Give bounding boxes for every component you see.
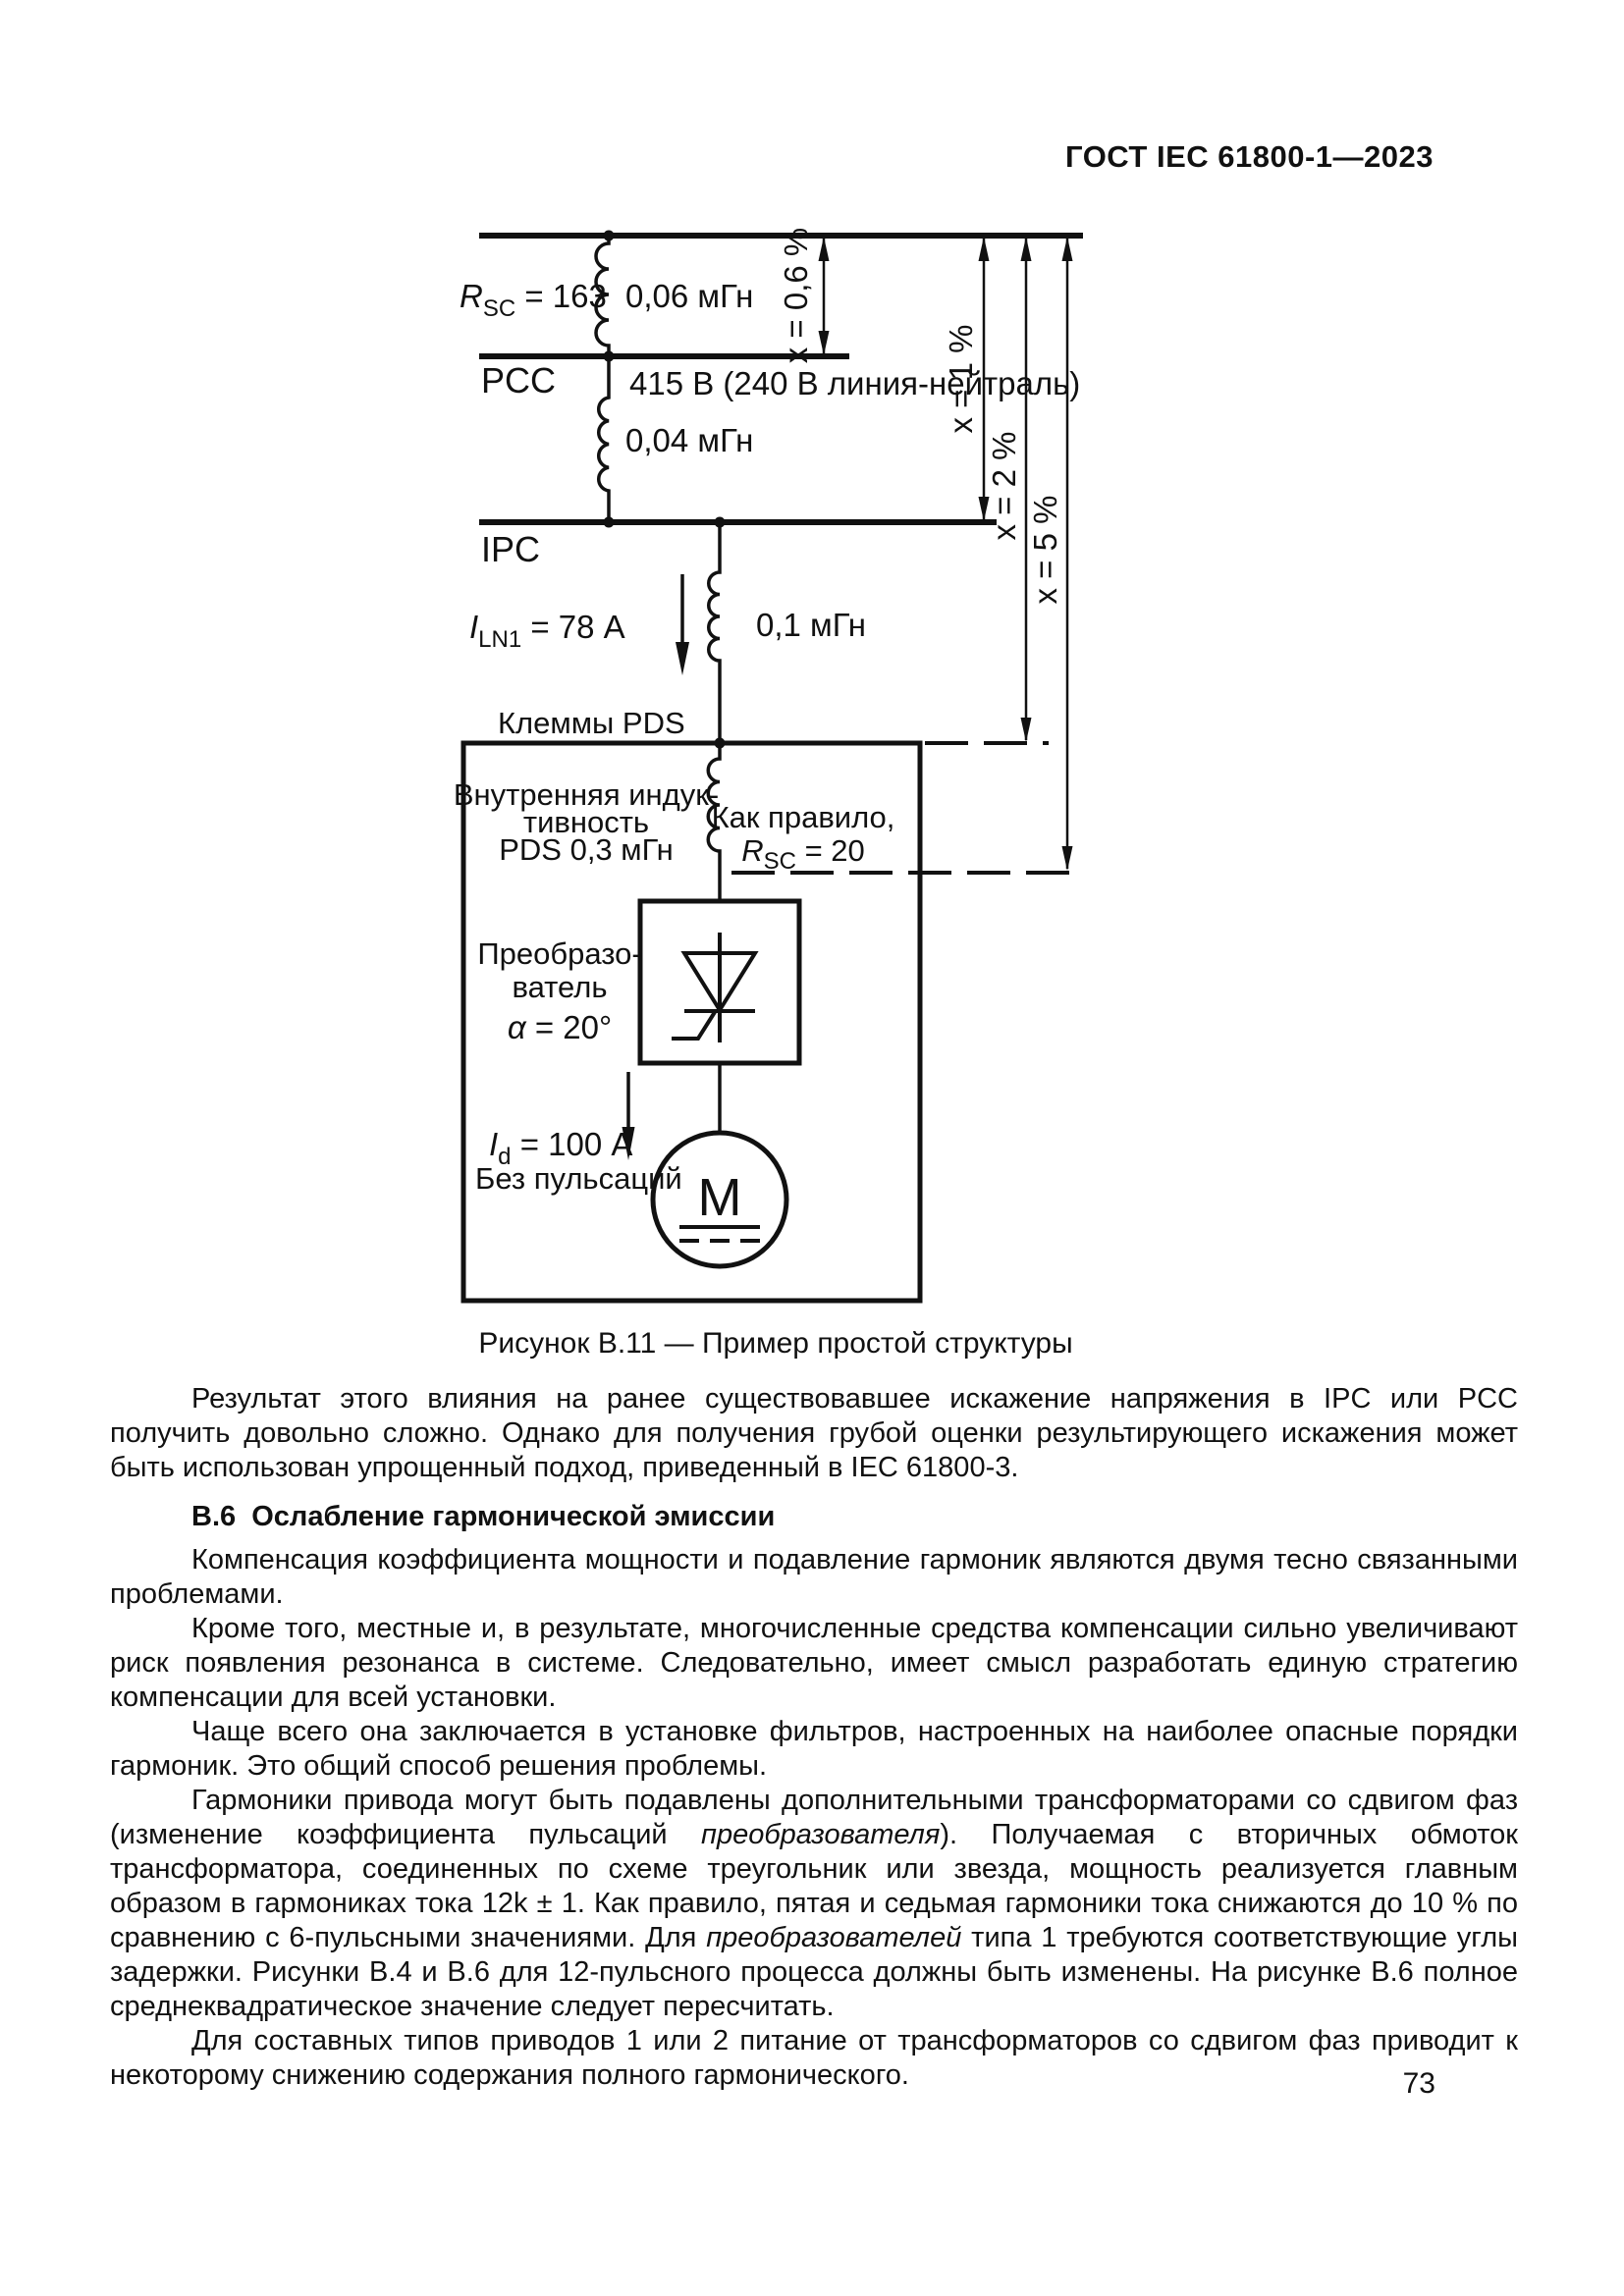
body-text: Результат этого влияния на ранее существ… [110, 1382, 1518, 2093]
dimension-arrow-x2 [1020, 237, 1032, 742]
figure-caption: Рисунок В.11 — Пример простой структуры [478, 1327, 1073, 1360]
junction-dot [603, 230, 615, 241]
figure-diagram: M RSC = 163 0,06 мГн x = 0,6 % [454, 228, 1083, 1304]
source-branch-inductors [594, 236, 611, 522]
label-rsc-source: RSC = 163 [460, 278, 607, 322]
label-voltage: 415 В (240 В линия-нейтраль) [629, 365, 1080, 401]
section-heading: В.6 Ослабление гармонической эмиссии [110, 1500, 1518, 1534]
label-internal-inductance-line2: тивность [523, 805, 649, 839]
text-segment: Гармоники привода могут быть подавлены д… [110, 1785, 1518, 1850]
load-branch-inductors [706, 522, 722, 901]
italic-term: преобразователей [706, 1922, 962, 1953]
label-x1: x = 1 % [943, 325, 979, 434]
text-segment: типа 1 требуются соответствующие углы за… [110, 1922, 1518, 2022]
paragraph: Результат этого влияния на ранее существ… [110, 1382, 1518, 1485]
label-typical-line1: Как правило, [712, 800, 895, 834]
label-x06: x = 0,6 % [778, 228, 814, 364]
dimension-arrow-x06 [818, 237, 830, 355]
text-segment: Компенсация коэффициента мощности и пода… [110, 1544, 1518, 1610]
text-segment: Для составных типов приводов 1 или 2 пит… [110, 2025, 1518, 2091]
thyristor-icon [672, 933, 759, 1042]
label-id: Id = 100 А [489, 1126, 632, 1170]
paragraph: Компенсация коэффициента мощности и пода… [110, 1543, 1518, 1612]
junction-dot [714, 516, 726, 528]
label-converter-line1: Преобразо- [477, 936, 641, 971]
dimension-arrow-x5 [1061, 237, 1073, 871]
motor-letter: M [698, 1168, 742, 1227]
text-segment: ). Получаемая с вторичных обмоток трансф… [110, 1819, 1518, 1953]
label-inductance-004: 0,04 мГн [625, 422, 753, 458]
junction-dot [603, 516, 615, 528]
label-internal-inductance-line1: Внутренняя индук- [454, 777, 719, 812]
label-no-ripple: Без пульсаций [475, 1161, 682, 1196]
document-header: ГОСТ IEC 61800-1—2023 [1065, 139, 1434, 174]
paragraph: Для составных типов приводов 1 или 2 пит… [110, 2024, 1518, 2093]
label-pds-terminals: Клеммы PDS [498, 706, 685, 740]
text-segment: Чаще всего она заключается в установке ф… [110, 1716, 1518, 1782]
paragraph: Гармоники привода могут быть подавлены д… [110, 1784, 1518, 2024]
paragraph: Чаще всего она заключается в установке ф… [110, 1715, 1518, 1784]
dc-motor-icon: M [650, 1130, 789, 1269]
text-segment: В.6 Ослабление гармонической эмиссии [191, 1501, 776, 1532]
label-x5: x = 5 % [1027, 496, 1063, 605]
current-arrow-iln1 [676, 574, 689, 675]
label-converter-line2: ватель [513, 970, 608, 1004]
converter-box [637, 898, 802, 1066]
text-segment: Результат этого влияния на ранее существ… [110, 1383, 1518, 1483]
label-inductance-006: 0,06 мГн [625, 278, 753, 314]
page-number: 73 [1402, 2067, 1435, 2100]
label-typical-rsc: RSC = 20 [741, 833, 865, 875]
label-inductance-01: 0,1 мГн [756, 607, 866, 643]
pds-enclosure-box [460, 740, 923, 1304]
label-iln1: ILN1 = 78 А [469, 609, 625, 653]
junction-dot [603, 350, 615, 362]
text-segment: Кроме того, местные и, в результате, мно… [110, 1613, 1518, 1713]
dimension-arrow-x1 [978, 237, 990, 521]
label-x2: x = 2 % [986, 432, 1022, 541]
label-internal-inductance-line3: PDS 0,3 мГн [499, 832, 674, 867]
italic-term: преобразователя [701, 1819, 941, 1850]
label-ipc: IPC [481, 529, 540, 569]
label-pcc: PCC [481, 360, 556, 400]
label-alpha: α = 20° [508, 1009, 612, 1045]
paragraph: Кроме того, местные и, в результате, мно… [110, 1612, 1518, 1715]
current-arrow-id [622, 1072, 635, 1160]
